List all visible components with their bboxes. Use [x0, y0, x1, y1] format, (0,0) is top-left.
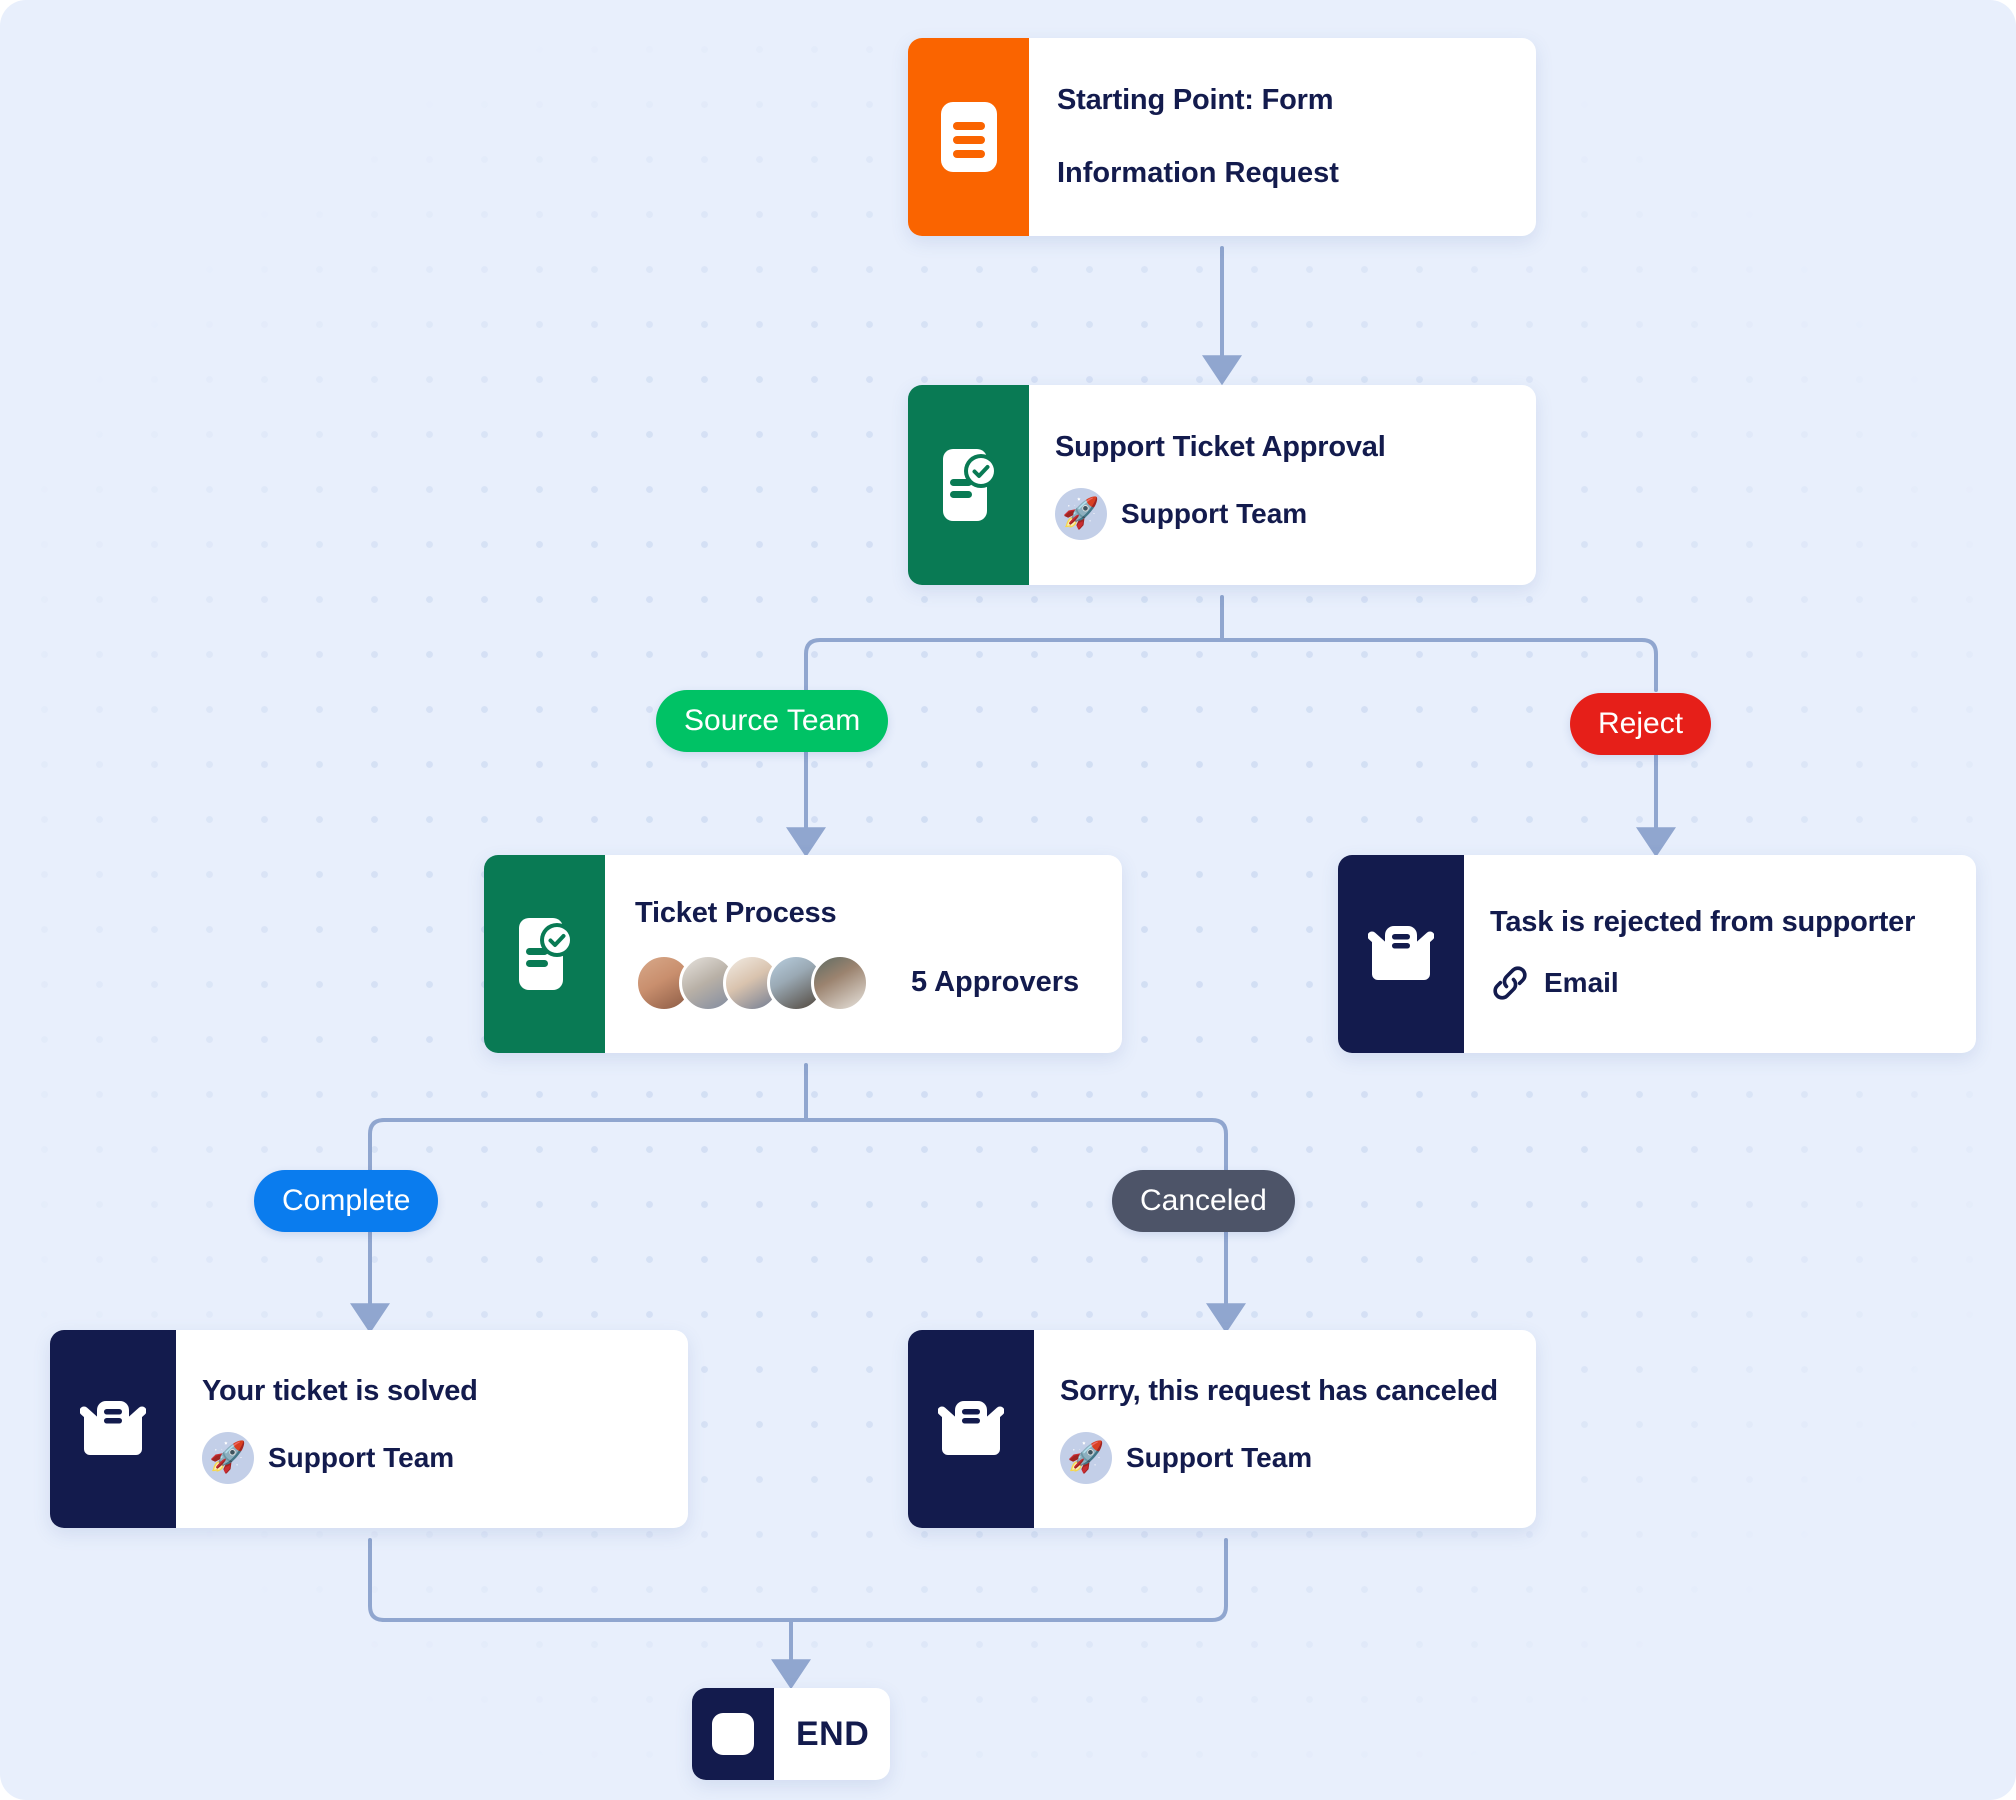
node-assignee-row: 🚀 Support Team — [1055, 487, 1506, 540]
assignee-label: Support Team — [1126, 1441, 1313, 1473]
node-task-rejected[interactable]: Task is rejected from supporter Email — [1338, 855, 1976, 1053]
rocket-emoji-avatar: 🚀 — [1055, 487, 1107, 540]
approvers-row: 5 Approvers — [635, 953, 1092, 1012]
branch-label-reject[interactable]: Reject — [1570, 693, 1712, 755]
node-end[interactable]: END — [692, 1688, 890, 1780]
assignee-label: Support Team — [1121, 497, 1308, 529]
edge-bus2-left — [368, 1118, 808, 1172]
channel-label: Email — [1544, 966, 1619, 998]
email-envelope-icon — [908, 1330, 1034, 1528]
node-title: Support Ticket Approval — [1055, 430, 1386, 463]
node-starting-point[interactable]: Starting Point: Form Information Request — [908, 38, 1536, 236]
edge-bus-left — [804, 638, 1224, 692]
edge-canceled-to-merge — [789, 1538, 1228, 1622]
node-title: Your ticket is solved — [202, 1374, 478, 1407]
rocket-emoji-avatar: 🚀 — [1060, 1431, 1112, 1484]
node-ticket-process[interactable]: Ticket Process 5 Approvers — [484, 855, 1122, 1053]
end-label: END — [796, 1714, 870, 1753]
node-channel-row: Email — [1490, 963, 1946, 1003]
link-chain-icon — [1490, 963, 1530, 1003]
branch-label-canceled[interactable]: Canceled — [1112, 1170, 1295, 1232]
stop-square-icon — [692, 1688, 774, 1780]
branch-label-complete[interactable]: Complete — [254, 1170, 439, 1232]
approver-avatar-stack — [635, 953, 869, 1012]
node-ticket-solved[interactable]: Your ticket is solved 🚀 Support Team — [50, 1330, 688, 1528]
edge-solved-to-merge — [368, 1538, 793, 1622]
avatar — [811, 953, 869, 1012]
approval-document-check-icon — [908, 385, 1029, 585]
node-subtitle: Information Request — [1057, 157, 1339, 189]
branch-label-source-team[interactable]: Source Team — [656, 690, 889, 752]
form-document-icon — [908, 38, 1029, 236]
approvers-count-label: 5 Approvers — [911, 966, 1080, 998]
node-title: Sorry, this request has canceled — [1060, 1374, 1498, 1407]
edge-bus2-right — [804, 1118, 1228, 1172]
assignee-label: Support Team — [268, 1441, 455, 1473]
email-envelope-icon — [50, 1330, 176, 1528]
node-request-canceled[interactable]: Sorry, this request has canceled 🚀 Suppo… — [908, 1330, 1536, 1528]
edge-bus-right — [1220, 638, 1658, 692]
node-support-ticket-approval[interactable]: Support Ticket Approval 🚀 Support Team — [908, 385, 1536, 585]
node-title: Ticket Process — [635, 896, 837, 929]
node-title: Starting Point: Form — [1057, 84, 1334, 116]
email-envelope-icon — [1338, 855, 1464, 1053]
node-title: Task is rejected from supporter — [1490, 905, 1916, 938]
rocket-emoji-avatar: 🚀 — [202, 1431, 254, 1484]
approval-document-check-icon — [484, 855, 605, 1053]
node-assignee-row: 🚀 Support Team — [1060, 1431, 1506, 1484]
node-assignee-row: 🚀 Support Team — [202, 1431, 658, 1484]
